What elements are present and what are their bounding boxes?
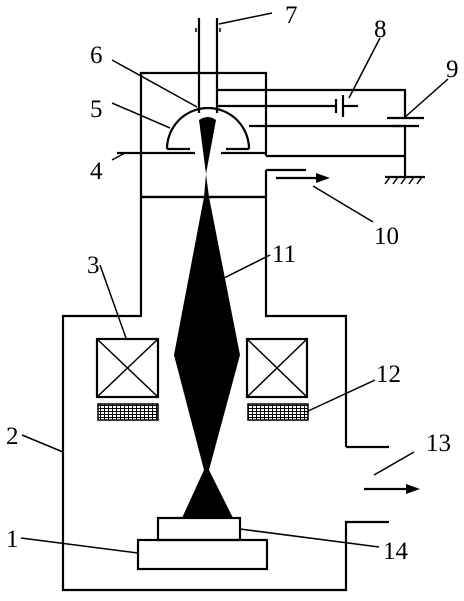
label-13: 13	[426, 430, 451, 457]
label-4: 4	[90, 158, 103, 185]
power-circuit	[217, 88, 425, 185]
label-9: 9	[446, 56, 459, 83]
label-11: 11	[272, 241, 296, 268]
leader-lines	[20, 12, 449, 554]
deflection-coil-left	[97, 403, 159, 421]
wehnelt-cap	[165, 106, 251, 151]
pump-arrow-lower	[364, 451, 420, 494]
label-5: 5	[90, 96, 103, 123]
electron-beam	[174, 117, 240, 518]
pump-arrow-upper	[266, 168, 330, 183]
label-6: 6	[90, 42, 103, 69]
magnetic-lens-left	[95, 337, 160, 399]
deflection-coil-right	[247, 403, 309, 421]
filament-assembly	[195, 18, 221, 113]
magnetic-lens-right	[245, 337, 309, 399]
work-table	[136, 538, 269, 571]
label-2: 2	[6, 423, 19, 450]
gun-chamber	[139, 71, 268, 199]
label-14: 14	[383, 538, 409, 565]
label-3: 3	[87, 252, 100, 279]
label-8: 8	[374, 16, 387, 43]
vacuum-chamber-outline	[61, 195, 389, 592]
label-12: 12	[376, 361, 401, 388]
label-7: 7	[285, 2, 298, 29]
workpiece	[156, 516, 242, 542]
label-1: 1	[6, 526, 19, 553]
label-10: 10	[374, 223, 399, 250]
